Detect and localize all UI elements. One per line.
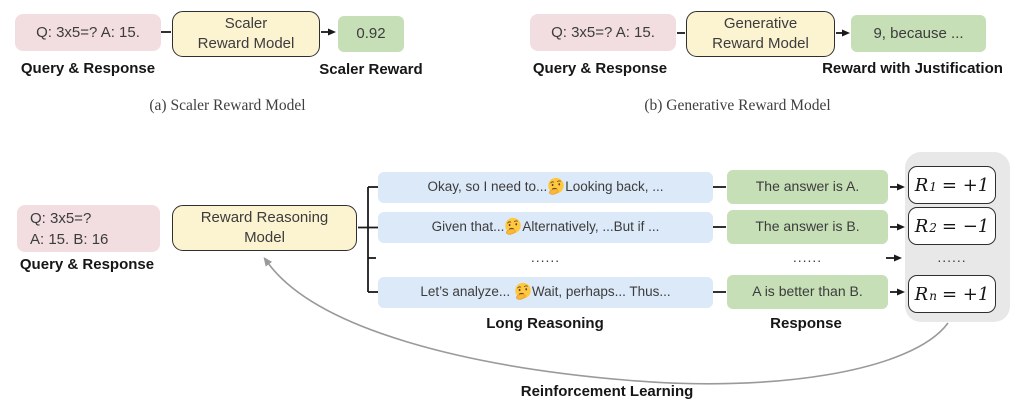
reward-n-sub: n [929,289,937,303]
panel-a-scaler-reward-output-box: 0.92 [338,16,404,52]
panel-c-query-response-box: Q: 3x5=? A: 15. B: 16 [17,205,160,252]
panel-b-input-label: Query & Response [532,60,668,77]
reasoning-1-post: Looking back, ... [565,179,664,194]
reasoning-row-n: Let’s analyze... Wait, perhaps... Thus..… [378,277,713,308]
panel-a-model-line1: Scaler [224,15,268,32]
long-reasoning-label: Long Reasoning [486,315,604,332]
reward-reasoning-model-box: Reward Reasoning Model [172,205,357,251]
reasoning-2-pre: Given that... [431,219,505,234]
response-label: Response [770,315,842,332]
panel-a-query-text: Q: 3x5=? A: 15. [36,23,140,41]
panel-c-query-line2: A: 15. B: 16 [30,231,109,248]
panel-a-scaler-reward-model-box: Scaler Reward Model [172,11,320,57]
panel-a-query-response-box: Q: 3x5=? A: 15. [15,14,161,51]
thinking-face-emoji [505,217,522,235]
reasoning-ellipsis: ...... [530,249,561,265]
panel-a-model-line2: Reward Model [197,35,295,52]
panel-a-model-text: Scaler Reward Model [198,14,295,54]
panel-c-input-label: Query & Response [19,256,155,273]
panel-b-query-text: Q: 3x5=? A: 15. [551,23,655,41]
reward-2-var: R [914,215,929,237]
reward-2-value: = −1 [941,215,990,237]
response-row-n: A is better than B. [727,275,888,309]
panel-a-output-label: Scaler Reward [319,61,423,78]
reward-1-value: = +1 [941,174,990,196]
panel-a-output-text: 0.92 [356,25,386,42]
reward-2-sub: 2 [929,221,937,235]
response-row-1: The answer is A. [727,170,888,204]
reward-1-var: R [914,174,929,196]
panel-b-model-line1: Generative [723,15,798,32]
response-row-2: The answer is B. [727,210,888,244]
panel-b-query-response-box: Q: 3x5=? A: 15. [530,14,676,51]
panel-c-model-line2: Model [244,229,285,246]
panel-a-caption: (a) Scaler Reward Model [149,97,306,114]
reward-1-sub: 1 [929,180,937,194]
reasoning-n-post: Wait, perhaps... Thus... [531,284,671,299]
reasoning-row-1: Okay, so I need to... Looking back, ... [378,172,713,203]
reasoning-n-pre: Let’s analyze... [420,284,514,299]
panel-b-caption: (b) Generative Reward Model [644,97,831,114]
reinforcement-learning-label: Reinforcement Learning [520,383,694,400]
panel-b-output-text: 9, because ... [873,24,964,42]
panel-b-output-label: Reward with Justification [822,60,1003,77]
reward-ellipsis: ...... [937,249,967,265]
thinking-face-emoji [515,282,531,300]
panel-c-query-line1: Q: 3x5=? [30,210,92,227]
panel-a-input-label: Query & Response [20,60,156,77]
thinking-face-emoji [548,177,564,195]
panel-b-model-text: Generative Reward Model [712,14,809,54]
reasoning-1-pre: Okay, so I need to... [427,179,548,194]
reward-reasoning-model-text: Reward Reasoning Model [201,208,329,248]
panel-b-reward-output-box: 9, because ... [851,15,986,52]
reward-n-value: = +1 [941,283,990,305]
response-ellipsis: ...... [792,249,823,265]
reasoning-2-post: Alternatively, ...But if ... [522,219,660,234]
panel-b-generative-reward-model-box: Generative Reward Model [686,11,835,57]
reward-n-var: R [914,283,929,305]
panel-c-model-line1: Reward Reasoning [200,209,329,226]
reasoning-row-2: Given that... Alternatively, ...But if ..… [378,212,713,243]
panel-b-model-line2: Reward Model [712,35,809,52]
